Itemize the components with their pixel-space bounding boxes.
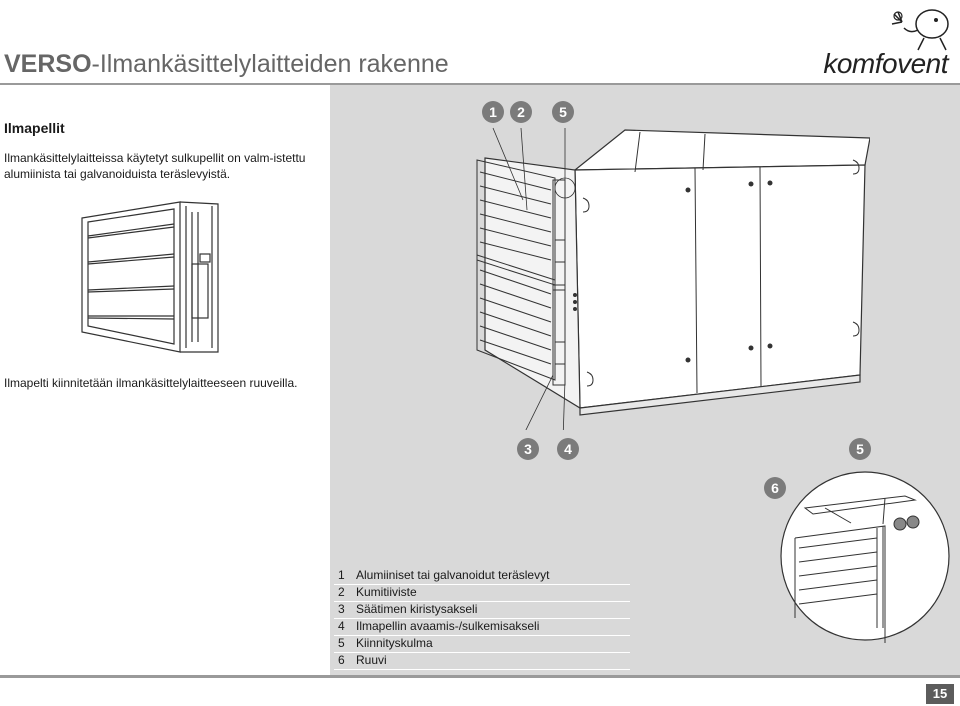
page-number: 15 <box>926 684 954 704</box>
footer-divider <box>0 675 960 678</box>
page-title-rest: -Ilmankäsittelylaitteiden rakenne <box>91 50 449 78</box>
page-title: VERSO-Ilmankäsittelylaitteiden rakenne <box>4 50 449 79</box>
callout-5-top: 5 <box>552 101 574 123</box>
callout-5-detail: 5 <box>849 438 871 460</box>
brand-logo: komfovent <box>823 48 948 79</box>
air-handling-unit-illustration <box>476 127 870 430</box>
mounting-paragraph: Ilmapelti kiinnitetään ilmankäsittelylai… <box>4 376 298 390</box>
intro-paragraph: Ilmankäsittelylaitteissa käytetyt sulkup… <box>4 151 306 181</box>
callout-1: 1 <box>482 101 504 123</box>
callout-6: 6 <box>764 477 786 499</box>
callout-2: 2 <box>510 101 532 123</box>
page-title-bold: VERSO <box>4 50 92 78</box>
section-title: Ilmapellit <box>4 120 65 136</box>
callout-4: 4 <box>557 438 579 460</box>
mascot-logo <box>891 9 949 51</box>
damper-illustration <box>81 201 219 353</box>
left-column <box>0 85 330 675</box>
header-divider <box>0 83 960 85</box>
detail-zoom-illustration <box>780 471 950 643</box>
callout-3: 3 <box>517 438 539 460</box>
